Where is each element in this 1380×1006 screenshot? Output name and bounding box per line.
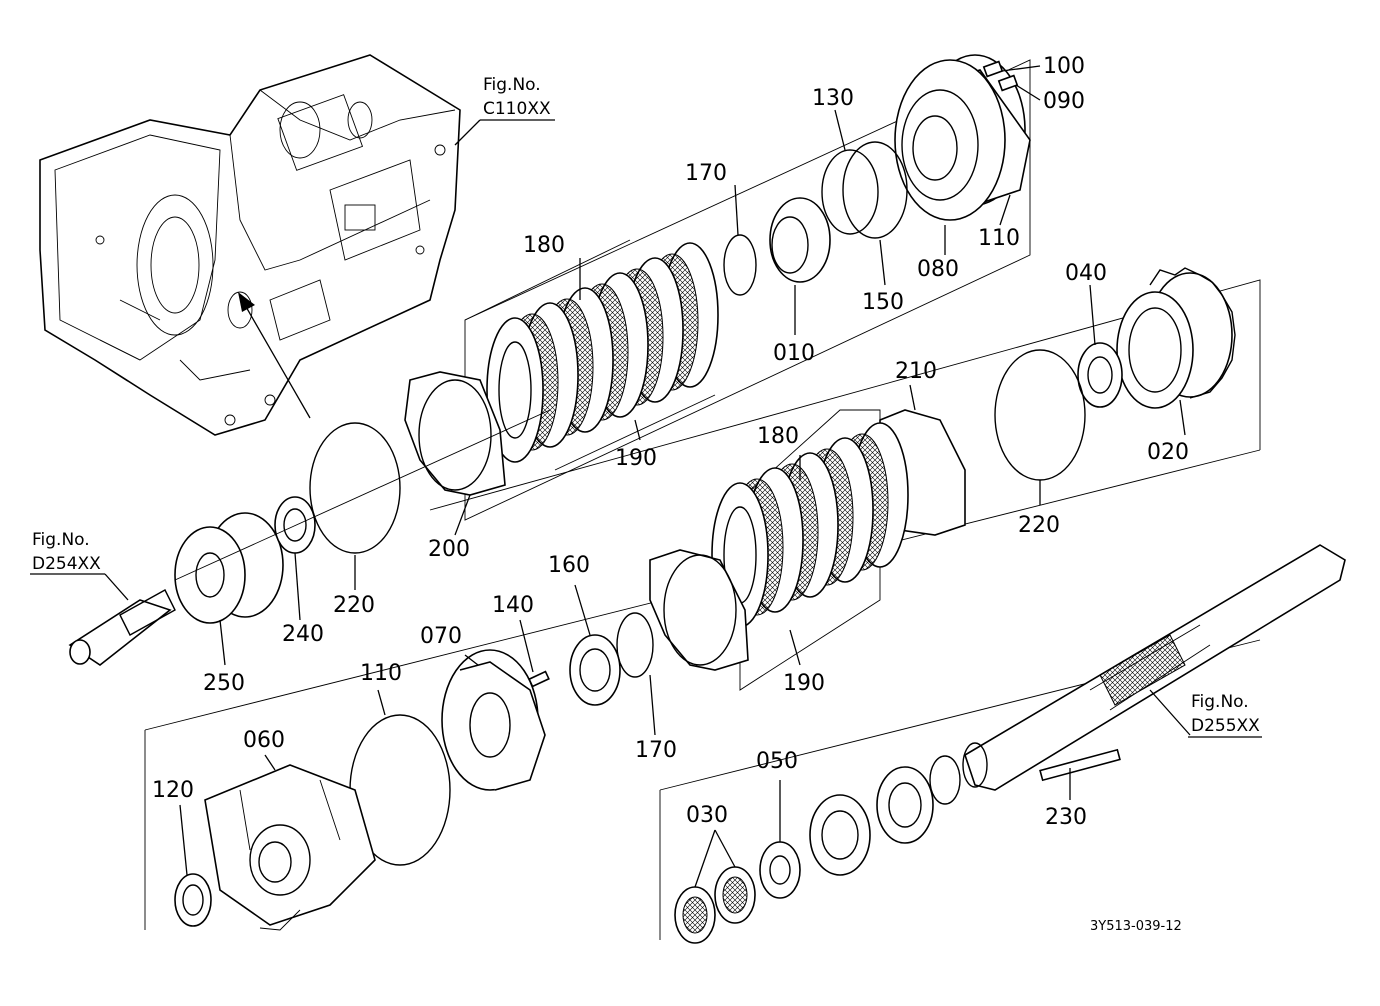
label-130: 130 [812,86,854,111]
snap-ring-lower-right [929,755,961,805]
label-010: 010 [773,341,815,366]
bearing-lower-right-a [876,766,934,844]
fig-ref-title: Fig.No. [483,75,541,95]
leader-lines [30,65,1262,888]
label-180-lower: 180 [757,424,799,449]
label-060: 060 [243,728,285,753]
clutch-drum-060 [204,764,376,931]
label-080: 080 [917,257,959,282]
label-090: 090 [1043,89,1085,114]
assembly-arrow [238,292,311,419]
pin-230 [1039,748,1121,782]
label-110-lower: 110 [360,661,402,686]
label-190-upper: 190 [615,446,657,471]
label-030: 030 [686,803,728,828]
label-050: 050 [756,749,798,774]
label-200: 200 [428,537,470,562]
needle-bearings-030 [674,866,756,944]
label-210: 210 [895,359,937,384]
fig-ref-title: Fig.No. [1191,692,1249,712]
label-020: 020 [1147,440,1189,465]
fig-ref-d254xx: Fig.No. D254XX [32,530,101,574]
gear-250 [174,512,284,624]
label-230: 230 [1045,805,1087,830]
fig-ref-code: C110XX [483,99,551,119]
label-070: 070 [420,624,462,649]
label-040: 040 [1065,261,1107,286]
label-170-upper: 170 [685,161,727,186]
label-220-left: 220 [333,593,375,618]
axis-line-left [174,409,551,581]
fig-ref-code: D254XX [32,554,101,574]
snap-ring-220-left [309,422,401,554]
part-labels: 100 090 130 110 080 150 170 010 180 190 … [152,54,1189,830]
fig-ref-d255xx: Fig.No. D255XX [1191,692,1260,736]
bearing-240 [274,496,316,554]
left-shaft [68,589,176,666]
label-250: 250 [203,671,245,696]
label-120: 120 [152,778,194,803]
label-190-lower: 190 [783,671,825,696]
label-240: 240 [282,622,324,647]
label-140: 140 [492,593,534,618]
washer-160 [569,634,621,706]
gear-020 [1116,267,1236,409]
piston-070 [441,649,546,791]
fig-ref-title: Fig.No. [32,530,90,550]
label-160: 160 [548,553,590,578]
washer-120 [174,873,212,927]
transmission-case [39,54,461,436]
collar-050 [759,841,801,899]
fig-ref-c110xx: Fig.No. C110XX [483,75,551,119]
label-110-upper: 110 [978,226,1020,251]
snap-ring-220-right [994,349,1086,481]
label-170-lower: 170 [635,738,677,763]
bearing-lower-right-b [809,794,871,876]
label-100: 100 [1043,54,1085,79]
lower-clutch-pack [649,409,966,671]
label-180-upper: 180 [523,233,565,258]
figure-code: 3Y513-039-12 [1090,919,1182,934]
snap-ring-170-lower [616,612,654,678]
fig-ref-code: D255XX [1191,716,1260,736]
label-150: 150 [862,290,904,315]
upper-clutch-pack [404,54,1031,496]
washer-040 [1077,342,1123,408]
main-shaft [962,544,1346,791]
label-220-right: 220 [1018,513,1060,538]
